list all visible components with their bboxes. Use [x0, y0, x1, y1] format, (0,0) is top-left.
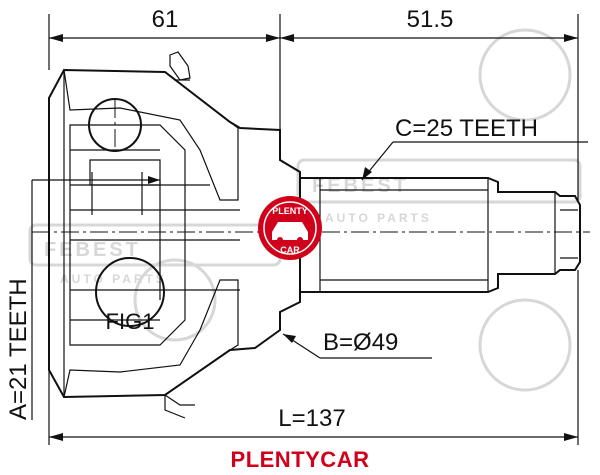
fig1-detail-circle — [95, 257, 165, 327]
top-dimension: 61 51.5 — [48, 6, 579, 200]
cv-housing: FIG1 — [48, 51, 301, 419]
watermark-circle-1 — [478, 28, 572, 122]
b-diameter-label: B=Ø49 — [323, 329, 398, 356]
brand-label: PLENTYCAR — [230, 447, 370, 472]
badge-top-text: PLENTY — [272, 206, 308, 216]
stub-shaft — [300, 177, 581, 293]
dim-61-label: 61 — [152, 6, 179, 33]
car-icon — [272, 222, 308, 240]
ball-bearing-top — [88, 98, 142, 152]
c-teeth-callout: C=25 TEETH — [361, 115, 588, 181]
watermark-circle-2 — [478, 298, 572, 392]
b-diameter-callout: B=Ø49 — [282, 329, 432, 359]
watermark-logo-right: FEBEST — [312, 175, 409, 197]
watermark-sub-right: AUTO PARTS — [325, 211, 432, 225]
length-label: L=137 — [278, 405, 345, 432]
c-teeth-label: C=25 TEETH — [395, 115, 538, 142]
dim-51-5-label: 51.5 — [407, 6, 454, 33]
plentycar-badge: PLENTY CAR — [258, 196, 322, 260]
watermark-circle-3 — [133, 258, 217, 342]
a-teeth-label: A=21 TEETH — [5, 278, 32, 420]
length-dimension: L=137 — [48, 270, 579, 445]
watermark-logo-left: FEBEST — [44, 239, 141, 261]
watermark-sub-left: AUTO PARTS — [60, 272, 167, 286]
fig1-label: FIG1 — [106, 309, 155, 334]
watermark-logo-box-right — [296, 158, 582, 204]
badge-bottom-text: CAR — [280, 245, 300, 255]
a-teeth-callout: A=21 TEETH — [5, 176, 160, 420]
